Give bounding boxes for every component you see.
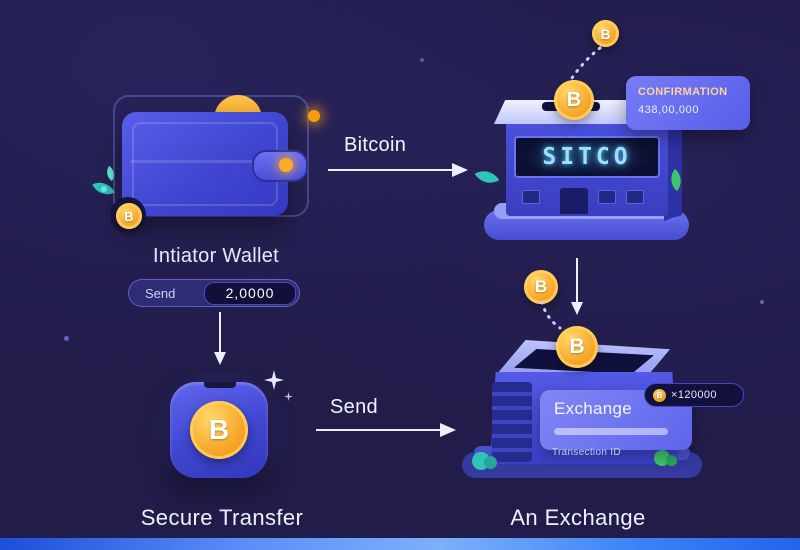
bitcoin-glyph: B: [208, 414, 230, 445]
building-window: [598, 190, 616, 204]
bitcoin-coin-icon: B: [554, 80, 594, 120]
dotted-trail: [566, 46, 602, 86]
bitcoin-glyph: B: [534, 277, 548, 296]
decor-dot: [101, 186, 107, 192]
building-door: [560, 188, 588, 214]
confirmation-tooltip: CONFIRMATION 438,00,000: [626, 76, 750, 130]
wallet-clasp-button: [279, 158, 293, 172]
bitcoin-arrow-label: Bitcoin: [344, 134, 407, 156]
bitcoin-coin-icon: B: [116, 203, 142, 229]
exchange-title: An Exchange: [510, 505, 646, 530]
down-arrow: [214, 312, 226, 365]
bitcoin-coin-icon: B: [190, 401, 248, 459]
exchange-card-placeholder-line: [554, 428, 668, 435]
tile-notch: [204, 382, 236, 388]
building-window: [522, 190, 540, 204]
bitcoin-glyph: B: [600, 25, 611, 42]
amount-badge-value: ×120000: [671, 389, 717, 401]
bitcoin-coin-icon: B: [653, 388, 666, 402]
send-arrow-label: Send: [330, 396, 378, 418]
building-window: [626, 190, 644, 204]
amount-badge: B ×120000: [644, 383, 744, 407]
send-amount-field[interactable]: Send 2,0000: [128, 279, 300, 307]
dotted-trail: [540, 300, 562, 330]
bitcoin-coin-icon: B: [524, 270, 558, 304]
transaction-id-label: Transection ID: [552, 447, 621, 458]
bitcoin-glyph: B: [566, 88, 582, 111]
bitcoin-coin-icon: B: [556, 326, 598, 368]
bottom-gradient-bar: [0, 538, 800, 550]
confirmation-title: CONFIRMATION: [638, 86, 728, 98]
bush-icon: [484, 456, 497, 469]
sparkle-icon: [284, 392, 293, 401]
building-display-text: SITCO: [542, 144, 632, 170]
bitcoin-glyph: B: [656, 390, 663, 400]
leaf-icon: [474, 164, 500, 190]
confirmation-value: 438,00,000: [638, 104, 700, 116]
exchange-vent-panel: [492, 382, 532, 462]
building-display: SITCO: [514, 136, 660, 178]
exchange-card-title: Exchange: [554, 399, 633, 418]
decor-dot: [420, 58, 424, 62]
wallet-seam: [130, 160, 256, 163]
bitcoin-glyph: B: [569, 335, 585, 358]
right-arrow-bitcoin: [328, 163, 468, 177]
bitcoin-coin-icon: B: [592, 20, 619, 47]
send-amount-value[interactable]: 2,0000: [204, 281, 296, 305]
bitcoin-glyph: B: [124, 208, 134, 224]
wallet-outline: [113, 95, 309, 217]
decor-dot: [760, 300, 764, 304]
secure-transfer-title: Secure Transfer: [140, 505, 304, 530]
right-arrow-send: [316, 423, 456, 437]
decor-dot: [64, 336, 69, 341]
bush-icon: [666, 455, 677, 466]
wallet-title: Intiator Wallet: [152, 245, 280, 267]
glow-dot: [308, 110, 320, 122]
wallet-clasp: [252, 150, 308, 182]
down-arrow: [571, 258, 583, 315]
send-field-label: Send: [145, 285, 176, 301]
